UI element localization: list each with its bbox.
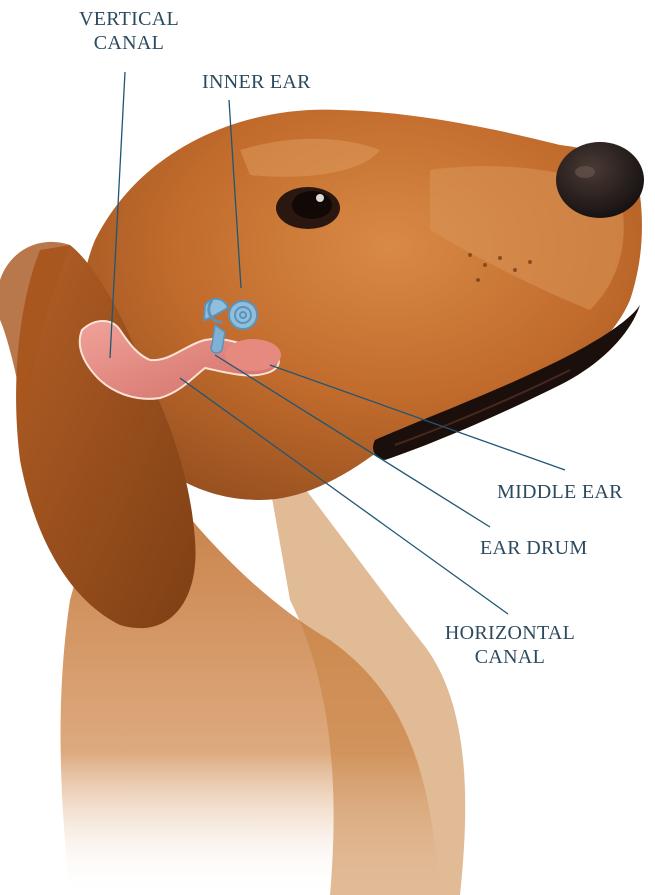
label-vertical-canal: VERTICAL CANAL: [68, 7, 190, 55]
label-vertical-canal-line2: CANAL: [68, 31, 190, 55]
label-inner-ear-text: INNER EAR: [202, 70, 311, 94]
label-vertical-canal-line1: VERTICAL: [68, 7, 190, 31]
label-ear-drum-text: EAR DRUM: [480, 536, 587, 560]
label-horizontal-canal-line2: CANAL: [427, 645, 593, 669]
label-middle-ear-text: MIDDLE EAR: [497, 480, 623, 504]
label-middle-ear: MIDDLE EAR: [497, 480, 623, 504]
label-ear-drum: EAR DRUM: [480, 536, 587, 560]
label-inner-ear: INNER EAR: [202, 70, 311, 94]
label-horizontal-canal: HORIZONTAL CANAL: [427, 621, 593, 669]
dog-eye: [276, 187, 340, 229]
label-horizontal-canal-line1: HORIZONTAL: [427, 621, 593, 645]
dog-nose: [556, 142, 644, 218]
